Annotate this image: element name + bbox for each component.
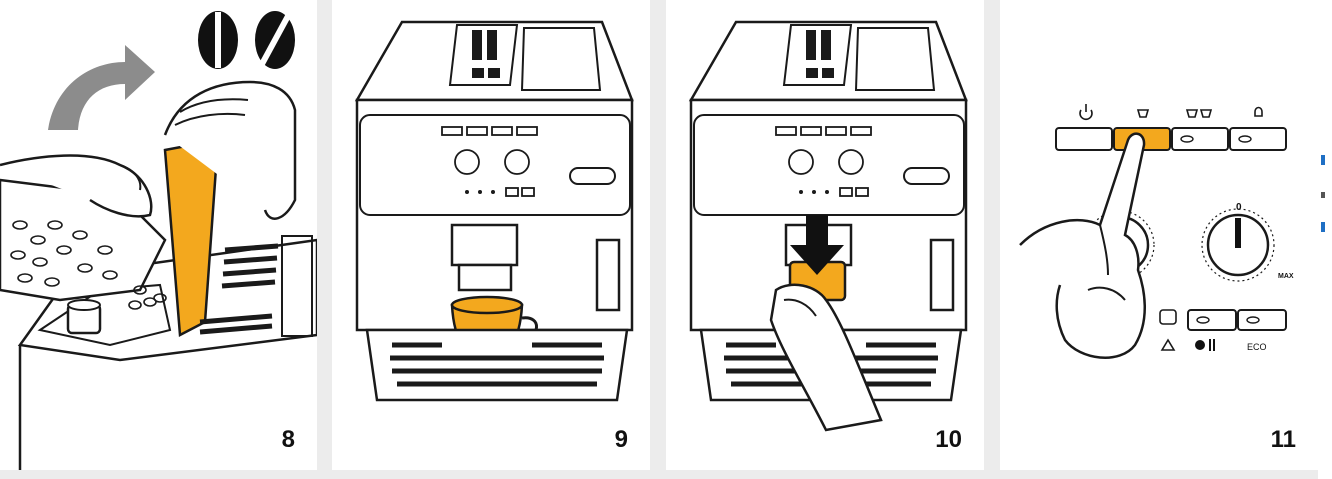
two-cups-icon [1185, 109, 1213, 118]
step-number: 11 [1270, 426, 1296, 453]
step-9-illustration [354, 20, 634, 402]
one-cup-icon [1136, 109, 1150, 118]
step-10-panel: 10 [666, 0, 984, 470]
eco-label: ECO [1247, 342, 1267, 352]
page-edge [1318, 0, 1332, 479]
coffee-beans-icon [198, 11, 295, 69]
strength-knob[interactable] [1201, 208, 1275, 282]
power-button[interactable] [1055, 127, 1113, 151]
steam-icon [1254, 106, 1263, 117]
eco-button[interactable] [1237, 309, 1287, 331]
descale-button[interactable] [1187, 309, 1237, 331]
step-8-panel: 8 [0, 0, 317, 470]
svg-text:0: 0 [1236, 202, 1242, 213]
curved-arrow-icon [48, 45, 155, 130]
max-label: MAX [1278, 273, 1294, 280]
step-11-panel: 0 MAX ECO 11 [1000, 0, 1318, 470]
down-arrow-icon [790, 215, 844, 275]
power-icon [1079, 104, 1093, 121]
step-10-illustration [688, 20, 968, 432]
descale-icon [1195, 339, 1215, 351]
step-9-panel: 9 [332, 0, 650, 470]
steam-button[interactable] [1229, 127, 1287, 151]
two-cups-button[interactable] [1171, 127, 1229, 151]
hopper-lid [163, 138, 220, 337]
step-number: 9 [614, 426, 628, 453]
step-number: 10 [935, 426, 962, 453]
step-8-illustration [0, 11, 317, 470]
warning-icon [1160, 338, 1176, 351]
step-number: 8 [281, 426, 295, 453]
step-11-illustration: 0 MAX ECO [1019, 104, 1294, 359]
